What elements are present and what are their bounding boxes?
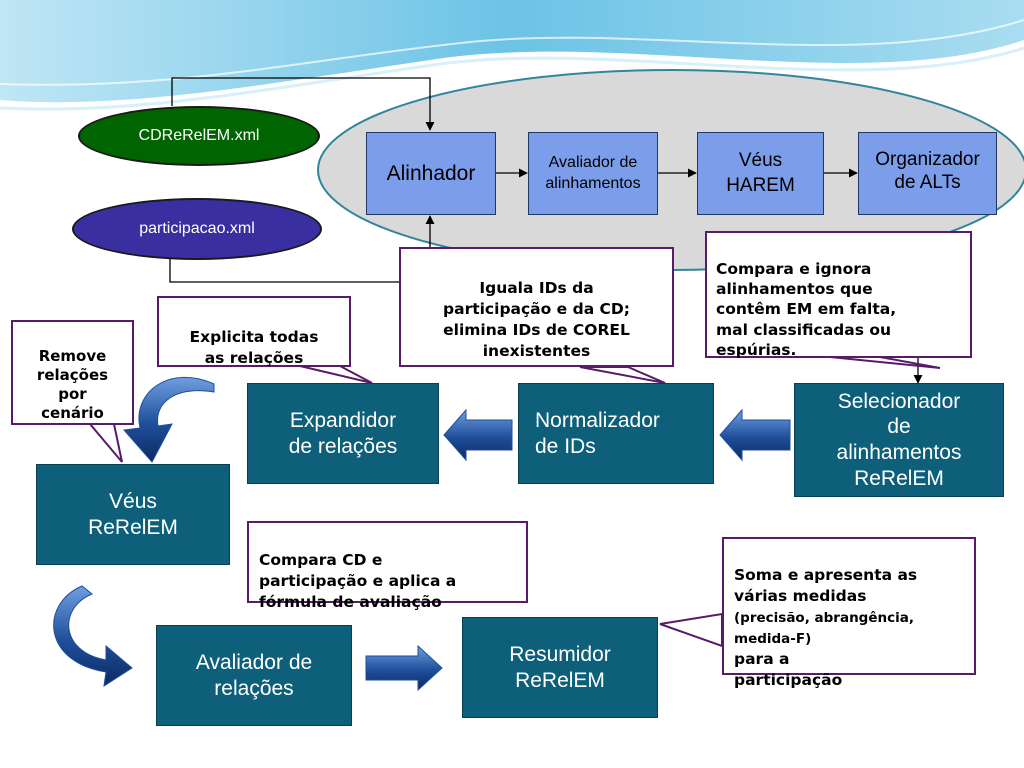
module-avaliador-relacoes-label: Avaliador de relações [195, 650, 313, 700]
callout-tail-iguala [579, 366, 666, 384]
module-normalizador: Normalizador de IDs [518, 383, 714, 484]
block-arrow-avaliador-resumidor [365, 644, 443, 692]
input-participacao-ellipse: participacao.xml [72, 198, 322, 260]
input-cdrelem-ellipse: CDReRelEM.xml [78, 106, 320, 166]
block-arrow-normalizador-expandidor [443, 408, 513, 462]
callout-soma-tail: para a participação [734, 649, 843, 689]
callout-compara-cd-text: Compara CD e participação e aplica a fór… [259, 550, 457, 611]
module-avaliador-relacoes: Avaliador de relações [156, 625, 352, 726]
callout-compara-cd: Compara CD e participação e aplica a fór… [247, 521, 528, 611]
module-organizador-label: Organizador de ALTs [875, 149, 980, 193]
callout-explicita: Explicita todas as relações [157, 296, 351, 367]
callout-iguala: Iguala IDs da participação e da CD; elim… [399, 247, 674, 367]
module-expandidor: Expandidor de relações [247, 383, 439, 484]
module-veus-rerelem: Véus ReRelEM [36, 464, 230, 565]
callout-iguala-text: Iguala IDs da participação e da CD; elim… [443, 278, 630, 360]
curved-arrow-veus-avaliador [53, 585, 133, 688]
input-cdrelem-label: CDReRelEM.xml [138, 127, 260, 144]
callout-explicita-text: Explicita todas as relações [189, 327, 319, 367]
callout-remove-text: Remove relações por cenário [36, 347, 109, 423]
top-wave-decoration [0, 0, 1024, 103]
module-resumidor: Resumidor ReRelEM [462, 617, 658, 718]
callout-tail-soma [659, 612, 723, 648]
module-resumidor-label: Resumidor ReRelEM [509, 642, 611, 692]
callout-soma: Soma e apresenta as várias medidas (prec… [722, 537, 976, 689]
connector-cdrelem [171, 77, 435, 131]
module-veus-harem-label: Véus HAREM [726, 149, 795, 196]
callout-tail-remove [87, 423, 123, 463]
block-arrow-selecionador-normalizador [719, 408, 791, 462]
callout-remove: Remove relações por cenário [11, 320, 134, 425]
callout-compara-ignora-text: Compara e ignora alinhamentos que contêm… [716, 260, 897, 359]
callout-soma-paren: (precisão, abrangência, medida-F) [734, 609, 914, 647]
module-alinhador-label: Alinhador [386, 161, 476, 185]
callout-compara-ignora: Compara e ignora alinhamentos que contêm… [705, 231, 972, 359]
module-selecionador: Selecionador de alinhamentos ReRelEM [794, 383, 1004, 497]
module-veus-harem: Véus HAREM [697, 132, 824, 215]
callout-tail-compara-ignora [829, 356, 941, 369]
module-avaliador-alinhamentos-label: Avaliador de alinhamentos [545, 153, 641, 192]
module-alinhador: Alinhador [366, 132, 496, 215]
curved-arrow-expandidor-veus [123, 376, 215, 463]
module-normalizador-label: Normalizador de IDs [535, 408, 660, 458]
callout-soma-main: Soma e apresenta as várias medidas [734, 565, 918, 605]
callout-tail-explicita [299, 365, 373, 384]
top-wave-line [0, 46, 1024, 111]
top-wave-line-2 [0, 19, 1024, 86]
module-selecionador-label: Selecionador de alinhamentos ReRelEM [836, 389, 962, 490]
module-veus-rerelem-label: Véus ReRelEM [88, 489, 178, 539]
module-expandidor-label: Expandidor de relações [288, 408, 398, 458]
input-participacao-label: participacao.xml [139, 220, 255, 238]
module-organizador: Organizador de ALTs [858, 132, 997, 215]
module-avaliador-alinhamentos: Avaliador de alinhamentos [528, 132, 658, 215]
